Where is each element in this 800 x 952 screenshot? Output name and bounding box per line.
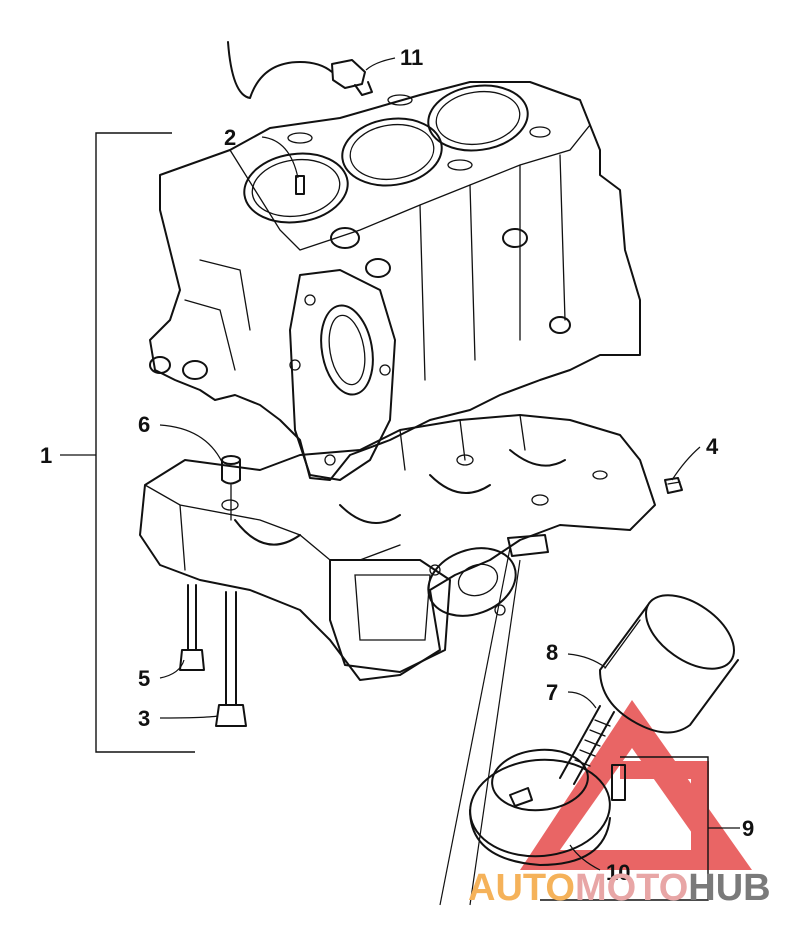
bolt-long (215, 591, 247, 727)
cylinder-block (149, 81, 641, 481)
watermark-part-2: MOTO (575, 867, 688, 909)
oil-cooler (469, 748, 626, 866)
svg-text:AUTOMOTOHUB: AUTOMOTOHUB (468, 867, 771, 909)
callout-10: 10 (606, 860, 630, 885)
watermark-part-3: HUB (688, 867, 770, 909)
threaded-union (559, 705, 615, 785)
callout-5: 5 (138, 666, 150, 691)
callout-2: 2 (224, 125, 236, 150)
crankcase-lower (139, 414, 656, 681)
callout-8: 8 (546, 640, 558, 665)
callout-3: 3 (138, 706, 150, 731)
dowel-sleeve (221, 455, 241, 521)
callout-4: 4 (706, 434, 719, 459)
callout-labels: 1 2 3 4 5 6 7 8 9 10 11 (40, 45, 754, 885)
knock-sensor (227, 41, 373, 99)
callout-11: 11 (400, 45, 423, 70)
callout-6: 6 (138, 412, 150, 437)
bolt-short (179, 584, 205, 671)
leader-lines (159, 57, 740, 871)
callout-9: 9 (742, 816, 754, 841)
callout-7: 7 (546, 680, 558, 705)
callout-1: 1 (40, 443, 52, 468)
watermark-logo: AUTOMOTOHUB (468, 867, 771, 909)
plug (664, 477, 683, 494)
watermark-triangle-icon (520, 700, 752, 870)
oil-filter (599, 594, 739, 734)
watermark-part-1: AUTO (468, 867, 575, 909)
group-bracket (95, 132, 195, 753)
